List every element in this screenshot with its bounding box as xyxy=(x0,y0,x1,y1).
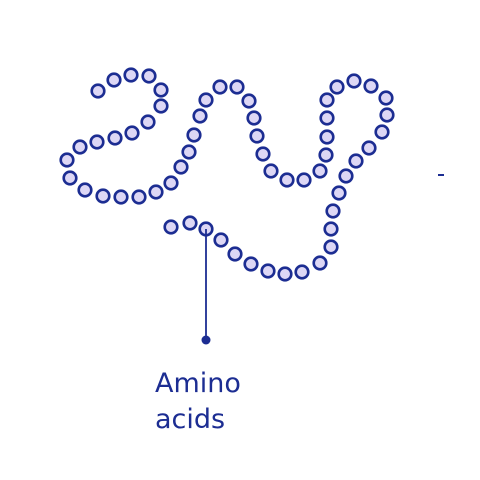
amino-acid-bead xyxy=(59,152,75,168)
amino-acid-bead xyxy=(163,219,179,235)
callout-leader-dot xyxy=(201,335,211,345)
amino-acid-bead xyxy=(323,239,339,255)
amino-acid-bead xyxy=(338,168,354,184)
amino-acid-bead xyxy=(229,79,245,95)
small-dash-mark xyxy=(438,174,444,176)
amino-acid-bead xyxy=(153,98,169,114)
amino-acid-bead xyxy=(249,128,265,144)
label-line-2: acids xyxy=(155,404,226,435)
amino-acid-bead xyxy=(374,124,390,140)
amino-acid-bead xyxy=(319,110,335,126)
amino-acid-bead xyxy=(255,146,271,162)
amino-acid-bead xyxy=(106,72,122,88)
amino-acid-bead xyxy=(319,92,335,108)
amino-acid-bead xyxy=(107,130,123,146)
amino-acid-bead xyxy=(77,182,93,198)
amino-acid-bead xyxy=(319,129,335,145)
amino-acid-bead xyxy=(198,92,214,108)
amino-acid-bead xyxy=(140,114,156,130)
amino-acid-bead xyxy=(243,256,259,272)
amino-acid-bead xyxy=(72,139,88,155)
amino-acid-bead xyxy=(323,221,339,237)
amino-acid-bead xyxy=(123,67,139,83)
amino-acid-bead xyxy=(131,189,147,205)
amino-acid-bead xyxy=(294,264,310,280)
amino-acids-label: Amino acids xyxy=(155,366,241,438)
amino-acid-bead xyxy=(141,68,157,84)
amino-acid-bead xyxy=(227,246,243,262)
amino-acid-bead xyxy=(277,266,293,282)
amino-acid-bead xyxy=(312,163,328,179)
amino-acid-bead xyxy=(62,170,78,186)
amino-acid-bead xyxy=(153,82,169,98)
amino-acid-bead xyxy=(90,83,106,99)
amino-acid-bead xyxy=(312,255,328,271)
amino-acid-bead xyxy=(260,263,276,279)
label-line-1: Amino xyxy=(155,368,241,399)
amino-acid-bead xyxy=(148,184,164,200)
amino-acid-bead xyxy=(212,79,228,95)
amino-acid-bead xyxy=(241,93,257,109)
amino-acid-bead xyxy=(279,172,295,188)
amino-acid-chain xyxy=(59,67,395,282)
amino-acid-bead xyxy=(113,189,129,205)
amino-acid-bead xyxy=(95,188,111,204)
amino-acid-bead xyxy=(173,159,189,175)
amino-acid-bead xyxy=(318,147,334,163)
amino-acid-bead xyxy=(213,232,229,248)
amino-acid-bead xyxy=(361,140,377,156)
amino-acid-bead xyxy=(325,203,341,219)
amino-acid-bead xyxy=(348,153,364,169)
amino-acid-bead xyxy=(182,215,198,231)
amino-acid-bead xyxy=(89,134,105,150)
amino-acid-bead xyxy=(163,175,179,191)
amino-acid-bead xyxy=(363,78,379,94)
amino-acid-bead xyxy=(186,127,202,143)
amino-acid-bead xyxy=(192,108,208,124)
amino-acid-bead xyxy=(124,125,140,141)
amino-acid-bead xyxy=(263,163,279,179)
amino-acid-bead xyxy=(181,144,197,160)
amino-acid-bead xyxy=(331,185,347,201)
amino-acid-bead xyxy=(329,79,345,95)
amino-acid-bead xyxy=(379,107,395,123)
amino-acid-bead xyxy=(296,172,312,188)
amino-acid-bead xyxy=(346,73,362,89)
amino-acid-bead xyxy=(378,90,394,106)
amino-acid-bead xyxy=(246,110,262,126)
